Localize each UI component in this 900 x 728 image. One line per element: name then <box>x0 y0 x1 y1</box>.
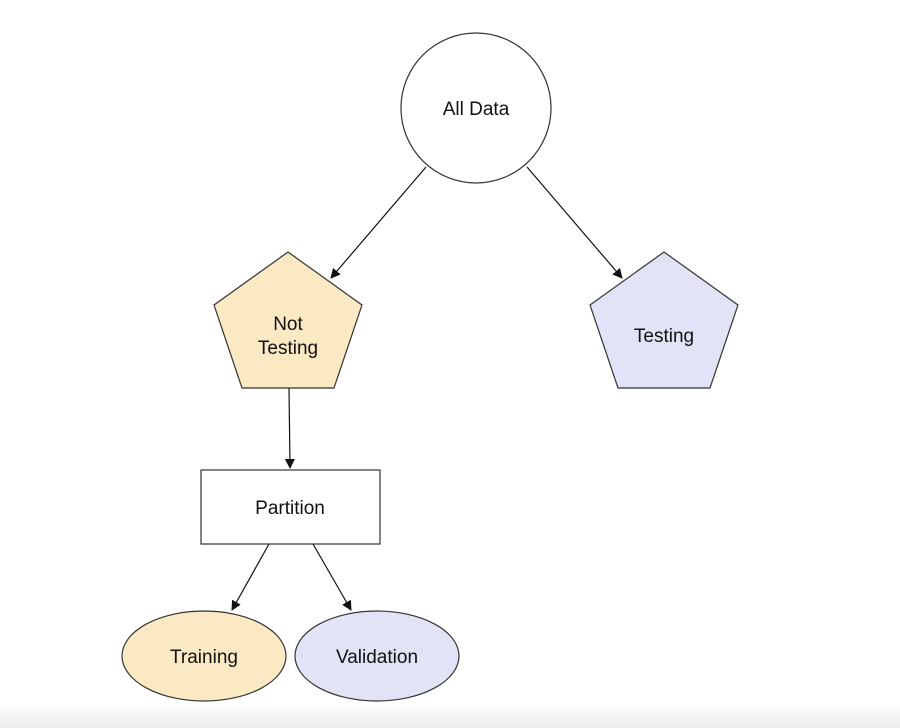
edge-partition-to-validation <box>312 543 352 611</box>
all-data-circle <box>400 32 552 184</box>
node-validation: Validation <box>294 610 460 702</box>
node-testing: Testing <box>589 251 739 389</box>
edge-all-data-to-testing <box>526 166 623 279</box>
testing-label: Testing <box>634 326 694 347</box>
node-not-testing: Not Testing <box>213 251 363 389</box>
training-ellipse <box>121 610 287 702</box>
node-all-data: All Data <box>400 32 552 184</box>
node-partition: Partition <box>200 469 381 545</box>
training-label: Training <box>170 647 238 668</box>
partition-rect <box>200 469 381 545</box>
validation-label: Validation <box>336 647 418 668</box>
all-data-label: All Data <box>443 99 510 120</box>
bottom-gradient-bar <box>0 702 900 728</box>
node-training: Training <box>121 610 287 702</box>
edge-partition-to-training <box>231 543 270 611</box>
edge-all-data-to-not-testing <box>330 166 427 279</box>
not-testing-label-line1: Not <box>273 314 303 335</box>
edge-not-testing-to-partition <box>284 387 295 469</box>
validation-ellipse <box>294 610 460 702</box>
not-testing-pentagon <box>213 251 363 389</box>
not-testing-label-line2: Testing <box>258 338 318 359</box>
partition-label: Partition <box>255 498 325 519</box>
testing-pentagon <box>589 251 739 389</box>
